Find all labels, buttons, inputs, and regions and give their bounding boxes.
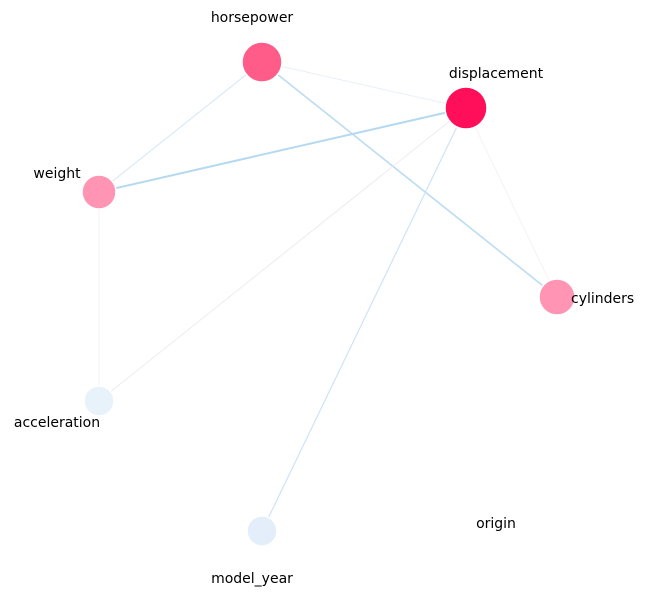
edge-horsepower-cylinders: [261, 61, 558, 298]
labels-layer: horsepower displacement weight cylinders acc…: [14, 10, 634, 587]
edge-displacement-weight: [98, 107, 467, 193]
node-label-origin: origin: [476, 516, 516, 532]
edge-displacement-cylinders: [465, 107, 558, 298]
node-label-cylinders: cylinders: [571, 291, 634, 307]
node-model_year[interactable]: [246, 515, 278, 547]
edge-displacement-model_year: [261, 107, 467, 532]
node-horsepower[interactable]: [241, 41, 283, 83]
edges-layer: [98, 61, 558, 532]
node-cylinders[interactable]: [538, 278, 576, 316]
node-weight[interactable]: [81, 174, 117, 210]
edge-displacement-acceleration: [98, 107, 467, 402]
node-label-model_year: model_year: [211, 571, 293, 587]
node-label-horsepower: horsepower: [211, 10, 294, 26]
node-label-weight: weight: [33, 166, 81, 182]
node-origin[interactable]: [450, 515, 482, 547]
nodes-layer: [81, 41, 576, 547]
edge-horsepower-displacement: [261, 61, 467, 109]
node-acceleration[interactable]: [83, 385, 115, 417]
node-label-acceleration: acceleration: [14, 415, 100, 431]
edge-horsepower-weight: [98, 61, 263, 193]
node-label-displacement: displacement: [449, 66, 544, 82]
node-displacement[interactable]: [444, 86, 488, 130]
